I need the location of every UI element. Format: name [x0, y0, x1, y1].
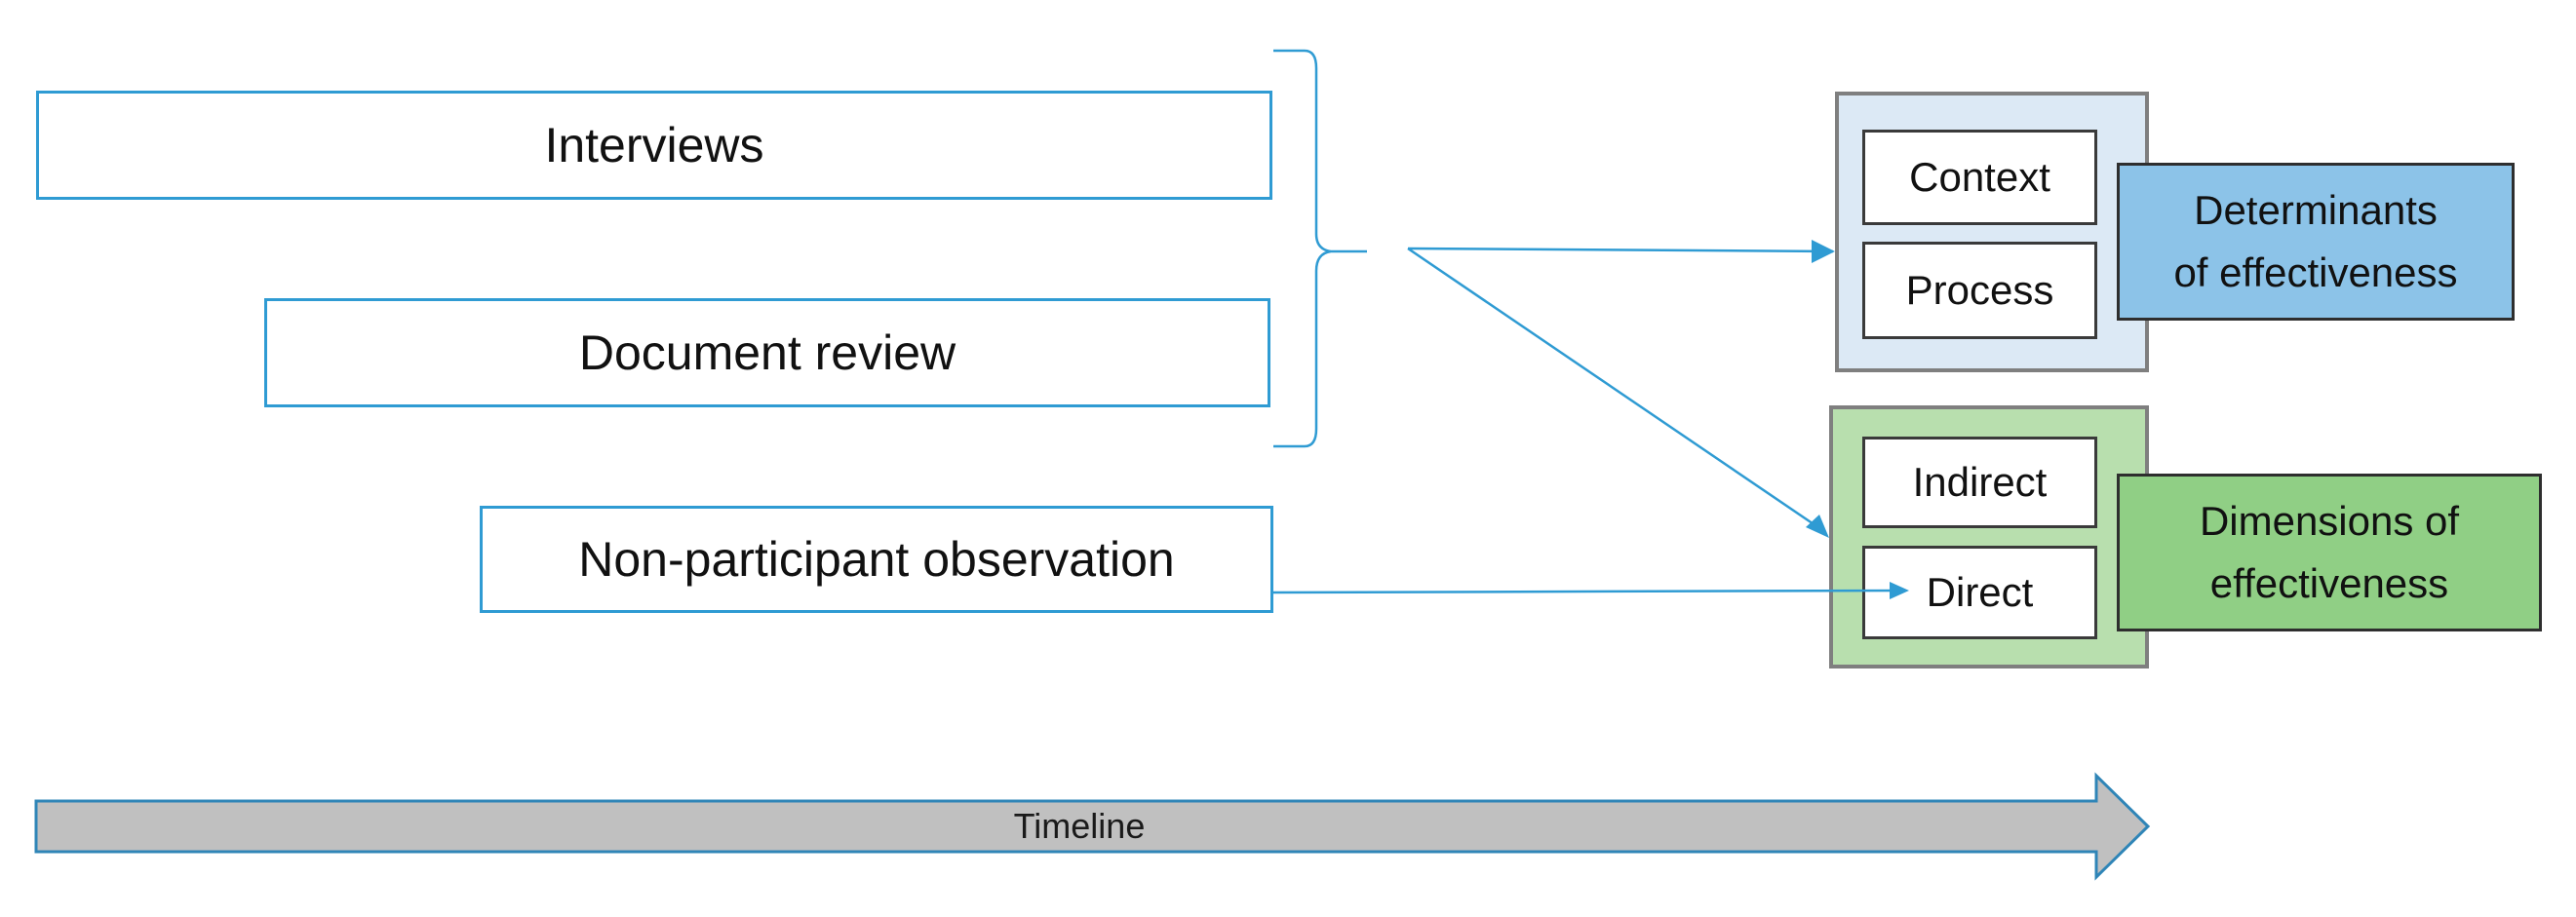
indirect-label: Indirect	[1912, 459, 2048, 505]
timeline-label-wrap: Timeline	[36, 801, 2123, 852]
indirect-box: Indirect	[1862, 437, 2097, 528]
dimensions-label: Dimensions of effectiveness	[2199, 498, 2460, 606]
process-label: Process	[1905, 267, 2054, 313]
dimensions-label-box: Dimensions of effectiveness	[2117, 474, 2542, 631]
arrow-to-direct	[1272, 589, 1904, 594]
direct-label: Direct	[1926, 569, 2034, 615]
context-label: Context	[1909, 154, 2050, 200]
document-review-label: Document review	[578, 325, 956, 380]
observation-box: Non-participant observation	[480, 506, 1273, 613]
timeline-label: Timeline	[1013, 806, 1146, 846]
observation-label: Non-participant observation	[578, 532, 1175, 587]
grouping-brace	[1273, 49, 1367, 448]
determinants-label-box: Determinants of effectiveness	[2117, 163, 2515, 321]
arrow-to-determinants	[1407, 247, 1834, 253]
arrowhead-determinants-icon	[1812, 240, 1835, 263]
timeline-arrow	[34, 772, 2151, 881]
context-box: Context	[1862, 130, 2097, 225]
document-review-box: Document review	[264, 298, 1270, 407]
interviews-box: Interviews	[36, 91, 1272, 200]
process-box: Process	[1862, 242, 2097, 339]
arrowhead-direct-icon	[1890, 582, 1909, 599]
interviews-label: Interviews	[544, 118, 764, 172]
arrowhead-dimensions-icon	[1806, 515, 1829, 538]
determinants-label: Determinants of effectiveness	[2173, 187, 2458, 295]
arrow-to-dimensions	[1407, 247, 1826, 534]
